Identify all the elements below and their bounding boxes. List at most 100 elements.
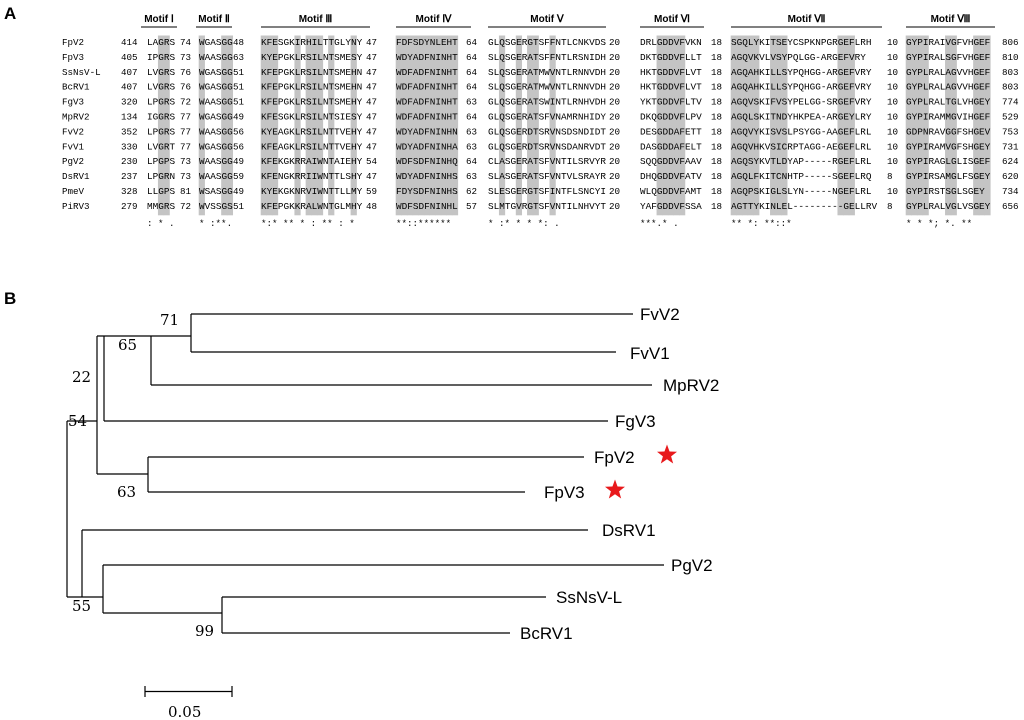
- leaf-label: PgV2: [671, 556, 713, 575]
- leaf-label: FpV2: [594, 448, 635, 467]
- sequence-end: 529: [1002, 112, 1019, 123]
- bootstrap-label: 54: [68, 412, 87, 430]
- leaf-label: FvV2: [640, 305, 680, 324]
- gap-length: 18: [711, 201, 722, 212]
- conserved-column-shade: [984, 35, 991, 216]
- gap-length: 64: [466, 112, 478, 123]
- gap-length: 59: [366, 186, 377, 197]
- motif-title: Motif Ⅴ: [530, 14, 565, 25]
- gap-length: 47: [366, 97, 377, 108]
- sequence-name: FgV3: [62, 97, 84, 108]
- motif-sequence: MMGRS: [147, 201, 176, 212]
- consensus-symbols: *:* ** * : ** : *: [261, 218, 355, 229]
- gap-length: 64: [466, 52, 478, 63]
- conserved-column-shade: [350, 35, 357, 216]
- motif-sequence: WDFADFNINHT: [396, 82, 458, 93]
- gap-length: 20: [609, 141, 620, 152]
- motif-sequence: LPGRS: [147, 126, 176, 137]
- scale-bar: [144, 686, 233, 697]
- conserved-column-shade: [673, 35, 680, 216]
- motif-sequence: DHQGDDVFATV: [640, 171, 702, 182]
- conserved-column-shade: [401, 35, 408, 216]
- sequence-end: 753: [1002, 126, 1019, 137]
- conserved-column-shade: [775, 35, 782, 216]
- sequence-name: MpRV2: [62, 112, 90, 123]
- motif-sequence: AGQVSKIFVSYPELGG-SRGEFVRY: [731, 97, 872, 108]
- sequence-start: 407: [121, 67, 138, 78]
- motif-sequence: WDYADFNINHT: [396, 52, 458, 63]
- conserved-column-shade: [527, 35, 534, 216]
- branch-node-63: [97, 456, 584, 493]
- motif-sequence: WDYADFNINHN: [396, 126, 458, 137]
- gap-length: 62: [466, 186, 477, 197]
- gap-length: 47: [366, 52, 377, 63]
- gap-length: 77: [180, 112, 191, 123]
- motif-sequence: GDPNRAVGGFSHGEV: [906, 126, 991, 137]
- motif-sequence: LPGPS: [147, 156, 176, 167]
- motif-sequence: GYPIRAIVGFVHGEF: [906, 37, 990, 48]
- gap-length: 18: [711, 97, 722, 108]
- sequence-name: PmeV: [62, 186, 85, 197]
- conserved-column-shade: [679, 35, 686, 216]
- motif-sequence: SLQSGERATMWVNTLRNNVDH: [488, 67, 606, 78]
- motif-sequence: WGASGG: [199, 112, 233, 123]
- conserved-column-shade: [736, 35, 743, 216]
- gap-length: 81: [180, 186, 192, 197]
- motif-sequence: YKTGDDVFLTV: [640, 97, 702, 108]
- gap-length: 63: [466, 171, 477, 182]
- motif-sequence: GYPIRSAMGLFSGEY: [906, 171, 991, 182]
- conserved-column-shade: [945, 35, 952, 216]
- gap-length: 76: [180, 67, 191, 78]
- motif-sequence: FDYSDFNINHS: [396, 186, 458, 197]
- conserved-column-shade: [911, 35, 918, 216]
- gap-length: 73: [180, 171, 191, 182]
- motif-title: Motif Ⅰ: [144, 14, 174, 25]
- sequence-start: 328: [121, 186, 138, 197]
- branch-node-71: [151, 313, 633, 353]
- conserved-column-shade: [978, 35, 985, 216]
- motif-sequence: SLMTGVRGTSFVNTILNHVYT: [488, 201, 606, 212]
- conserved-column-shade: [770, 35, 777, 216]
- sequence-end: 803: [1002, 82, 1019, 93]
- gap-length: 18: [711, 186, 722, 197]
- sequence-name: PgV2: [62, 156, 84, 167]
- conserved-column-shade: [451, 35, 459, 216]
- consensus-symbols: ** *: **::*: [731, 218, 792, 229]
- sequence-name: FvV2: [62, 126, 84, 137]
- motif-title: Motif Ⅵ: [654, 14, 690, 25]
- motif-sequence: LAGRS: [147, 37, 176, 48]
- motif-title: Motif Ⅲ: [299, 14, 333, 25]
- gap-length: 73: [180, 156, 191, 167]
- motif-sequence: KFESGKLRSILNTSIESY: [261, 112, 363, 123]
- conserved-column-shade: [837, 35, 844, 216]
- conserved-column-shade: [271, 35, 279, 216]
- conserved-column-shade: [741, 35, 749, 216]
- motif-sequence: AGQLFKITCNHTP-----SGEFLRQ: [731, 171, 872, 182]
- motif-sequence: GYPIRAGLGLISGEF: [906, 156, 990, 167]
- bootstrap-label: 71: [160, 311, 179, 329]
- gap-length: 18: [711, 52, 722, 63]
- motif-sequence: GYPIRAMMGVIHGEF: [906, 112, 990, 123]
- motif-sequence: GLQSGERGTSFFNTLCNKVDS: [488, 37, 606, 48]
- conserved-column-shade: [747, 35, 754, 216]
- motif-sequence: DKQGDDVFLPV: [640, 112, 702, 123]
- motif-sequence: WGASGG: [199, 141, 233, 152]
- gap-length: 20: [609, 67, 620, 78]
- gap-length: 48: [366, 201, 377, 212]
- gap-length: 72: [180, 97, 191, 108]
- motif-sequence: AGQVYKISVSLPSYGG-AAGEFLRL: [731, 126, 872, 137]
- gap-length: 10: [887, 97, 898, 108]
- gap-length: 51: [233, 97, 245, 108]
- gap-length: 10: [887, 156, 898, 167]
- motif-sequence: GYPLRALVGLVSGEY: [906, 201, 991, 212]
- motif-sequence: LPGRN: [147, 171, 175, 182]
- motif-sequence: WDYADFNINHS: [396, 171, 458, 182]
- sequence-end: 656: [1002, 201, 1019, 212]
- motif-sequence: GYPLRALTGLVHGEY: [906, 97, 991, 108]
- conserved-column-shade: [973, 35, 980, 216]
- motif-sequence: GYPIRAMVGFSHGEY: [906, 141, 991, 152]
- motif-sequence: GLQSGERATSFVNAMRNHIDY: [488, 112, 606, 123]
- motif-sequence: AGQVKVLVSYPQLGG-ARGEFVRY: [731, 52, 866, 63]
- motif-title: Motif Ⅳ: [416, 14, 453, 25]
